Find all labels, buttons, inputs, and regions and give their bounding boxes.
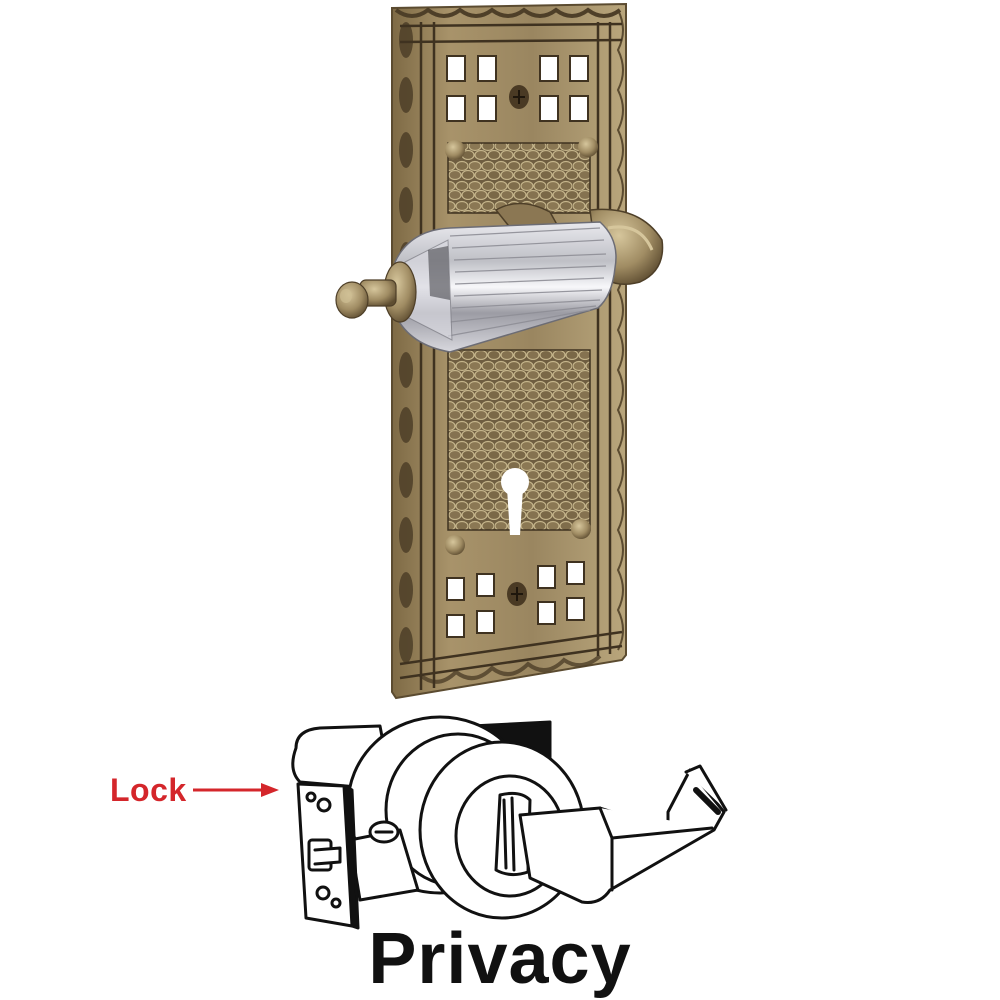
backplate-with-crystal-lever-icon (335, 2, 664, 700)
cylindrical-lockset-line-drawing-icon (291, 715, 728, 930)
screw-icon (507, 582, 527, 606)
function-caption: Privacy (368, 919, 632, 999)
screw-icon (509, 85, 529, 109)
arrow-right-icon (192, 783, 279, 797)
lock-label: Lock (110, 771, 187, 808)
lock-callout: Lock (110, 768, 279, 812)
keyhole-icon (501, 468, 529, 535)
